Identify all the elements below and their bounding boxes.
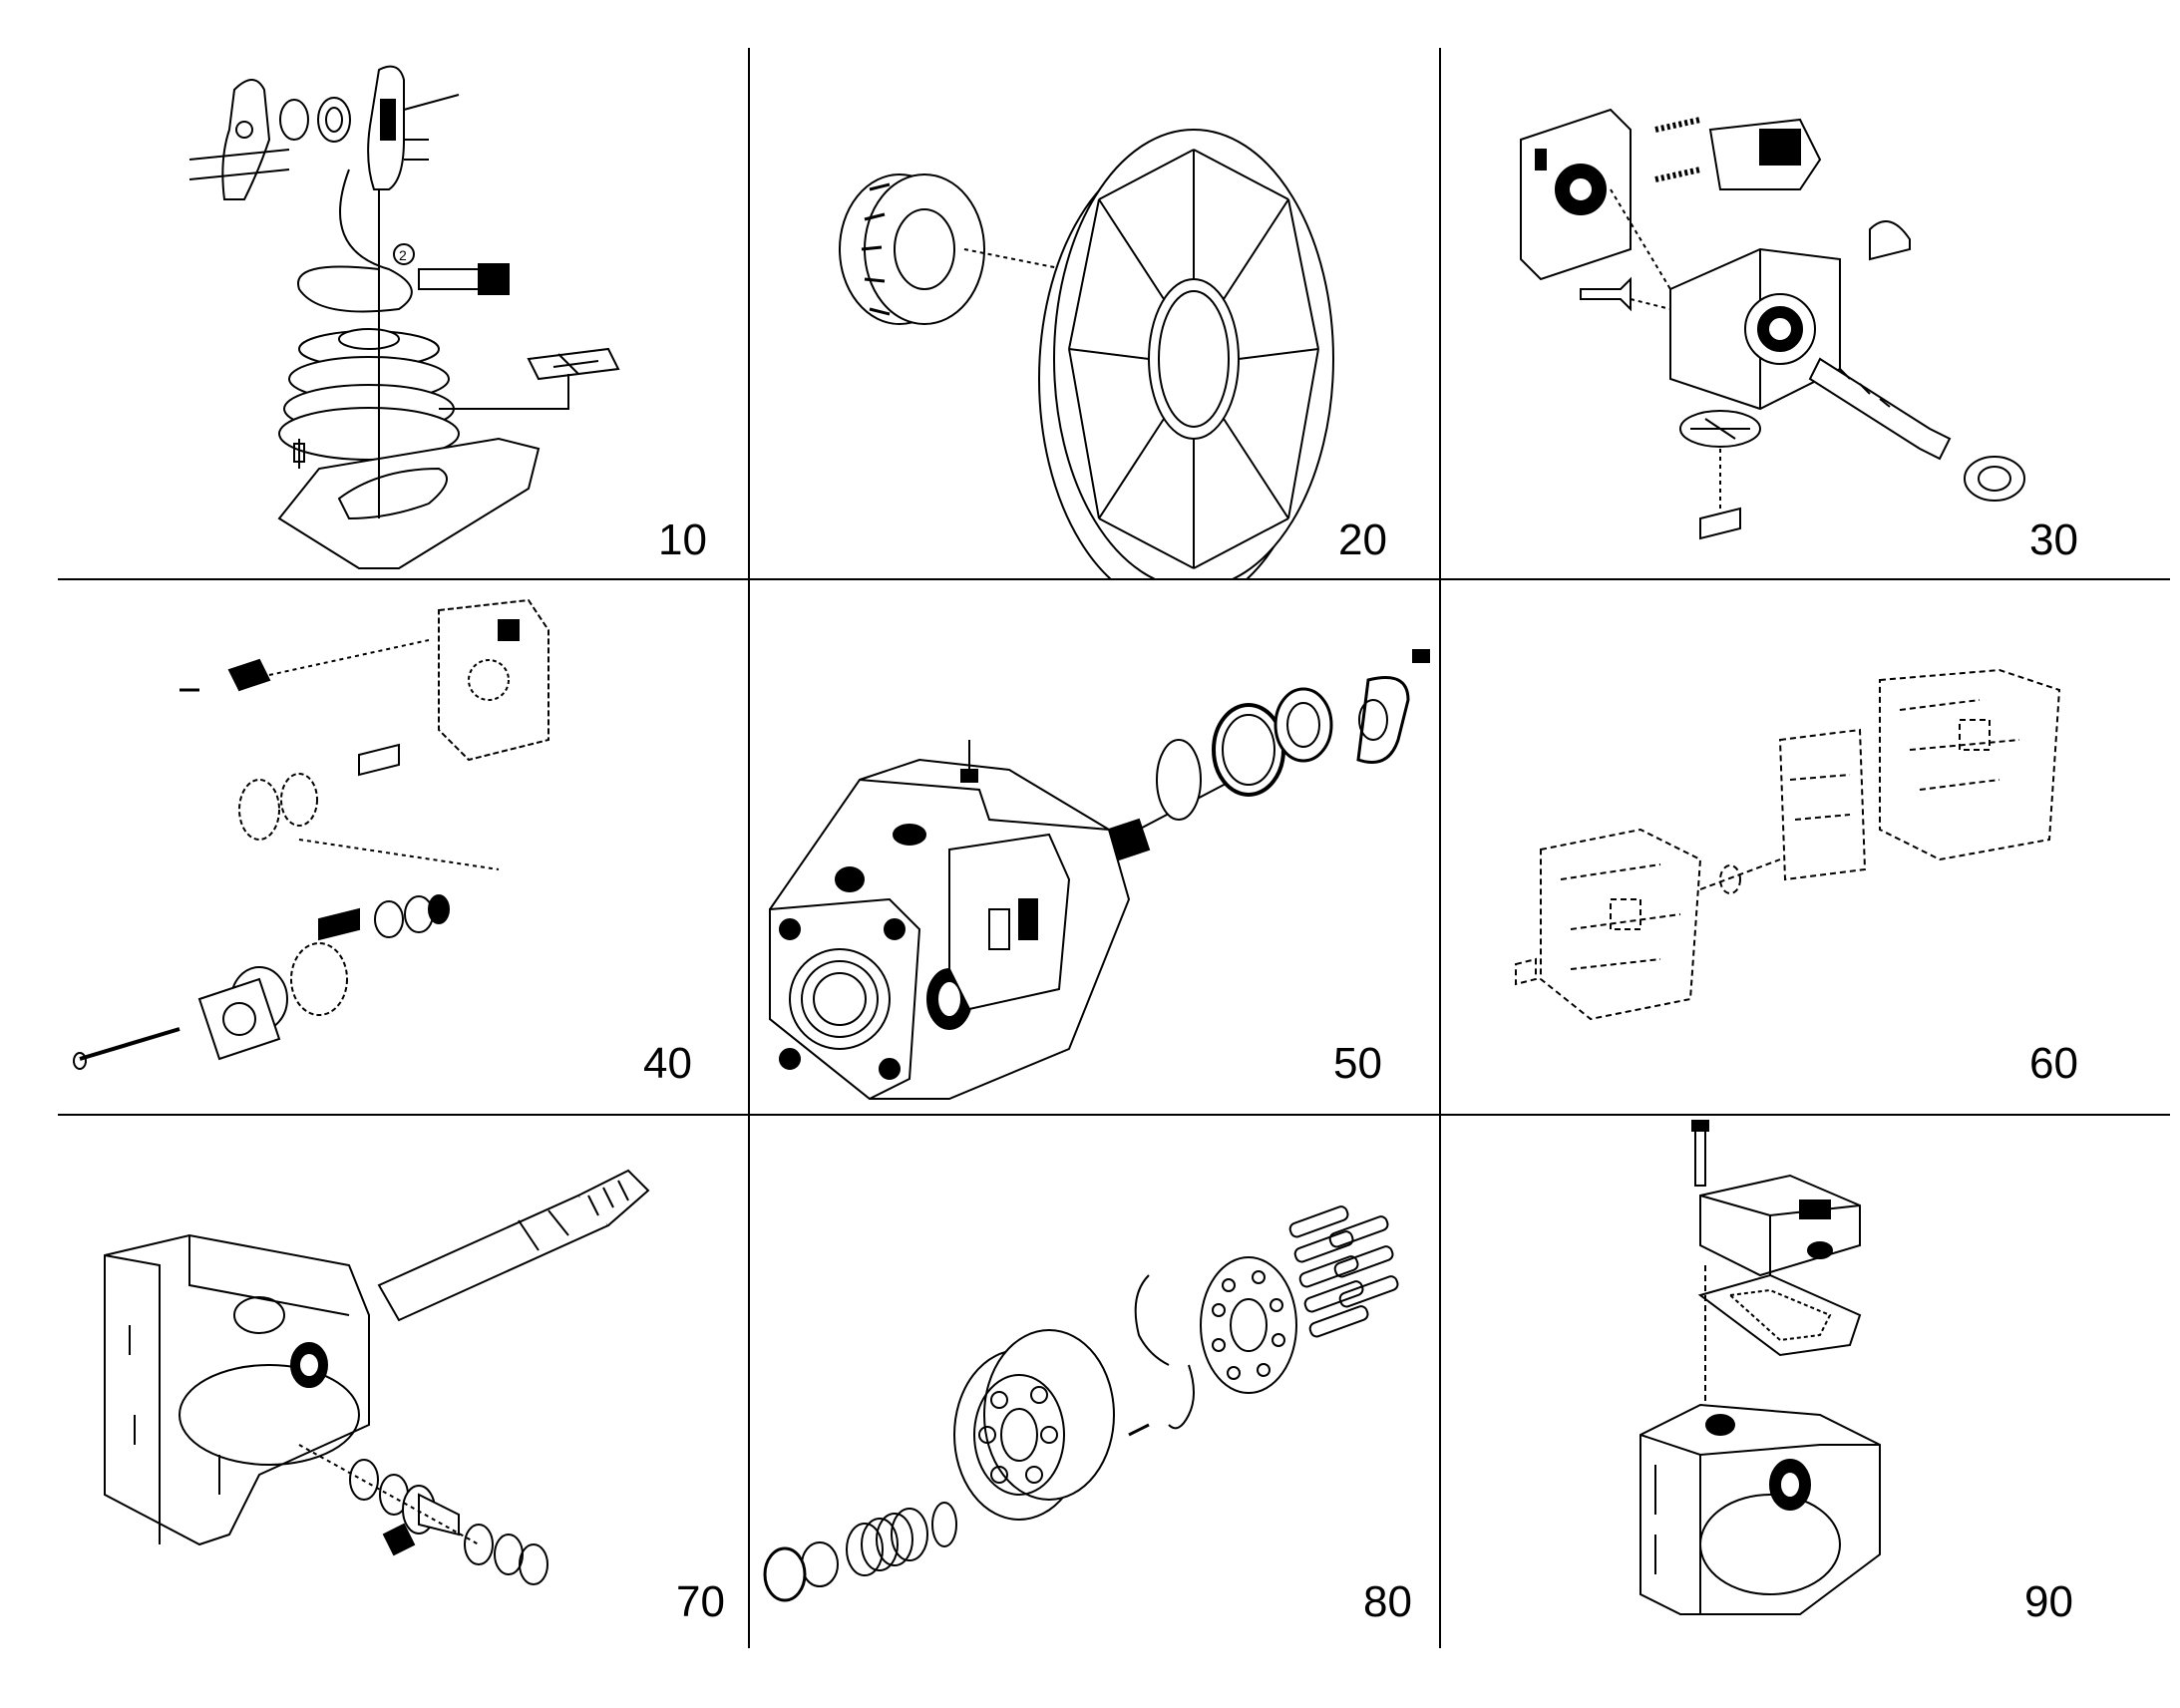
flywheel-coupling-disc-icon — [750, 50, 1439, 578]
horizontal-divider-top — [58, 578, 2170, 580]
valve-block-exploded-icon — [60, 580, 748, 1114]
cell-number-80: 80 — [1363, 1577, 1412, 1626]
end-cap-assembly-icon — [1441, 580, 2170, 1114]
cell-90[interactable]: 90 — [1441, 1116, 2170, 1648]
cell-50[interactable]: 50 — [750, 580, 1439, 1114]
joystick-control-lever-icon: 2 — [60, 50, 748, 578]
cell-number-50: 50 — [1333, 1039, 1382, 1088]
cell-60[interactable]: 60 — [1441, 580, 2170, 1114]
cell-number-10: 10 — [658, 515, 707, 564]
cell-30[interactable]: 30 — [1441, 50, 2170, 578]
cell-number-70: 70 — [676, 1577, 725, 1626]
cell-number-30: 30 — [2029, 515, 2078, 564]
cell-20[interactable]: 20 — [750, 50, 1439, 578]
vertical-divider-right — [1439, 48, 1441, 1648]
cell-70[interactable]: 70 — [60, 1116, 748, 1648]
cell-number-60: 60 — [2029, 1039, 2078, 1088]
svg-text:2: 2 — [399, 247, 407, 263]
cell-80[interactable]: 80 — [750, 1116, 1439, 1648]
cell-number-40: 40 — [643, 1039, 692, 1088]
cell-number-90: 90 — [2024, 1577, 2073, 1626]
housing-cover-assembly-icon — [1441, 1116, 2170, 1648]
rotating-group-icon — [750, 1116, 1439, 1648]
control-valve-assembly-icon — [1441, 50, 2170, 578]
cell-10[interactable]: 2 10 — [60, 50, 748, 578]
horizontal-divider-bottom — [58, 1114, 2170, 1116]
pump-housing-shaft-icon — [60, 1116, 748, 1648]
cell-number-20: 20 — [1338, 515, 1387, 564]
vertical-divider-left — [748, 48, 750, 1648]
hydraulic-pump-assembly-icon — [750, 580, 1439, 1114]
cell-40[interactable]: 40 — [60, 580, 748, 1114]
